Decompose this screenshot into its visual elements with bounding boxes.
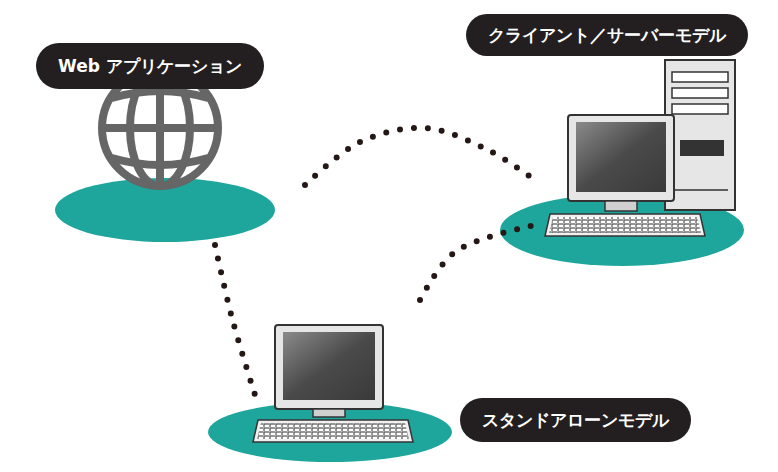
client-monitor: [545, 115, 705, 236]
label-pill: クライアント／サーバーモデル: [466, 14, 748, 56]
model-group: Web アプリケーション: [20, 40, 305, 245]
label-pill: Web アプリケーション: [36, 43, 264, 89]
label-pill: スタンドアローンモデル: [460, 398, 691, 442]
model-group: スタンドアローンモデル: [255, 300, 735, 465]
model-label: Web アプリケーション: [58, 55, 242, 78]
dotted-connector: [305, 128, 535, 185]
platform-ellipse: [208, 402, 452, 462]
standalone-monitor: [253, 325, 413, 442]
model-label: クライアント／サーバーモデル: [488, 24, 726, 47]
server-tower: [665, 60, 735, 210]
dotted-connector: [215, 245, 255, 395]
model-label: スタンドアローンモデル: [482, 409, 669, 432]
model-group: クライアント／サーバーモデル: [535, 10, 775, 270]
dotted-connector: [420, 225, 535, 300]
